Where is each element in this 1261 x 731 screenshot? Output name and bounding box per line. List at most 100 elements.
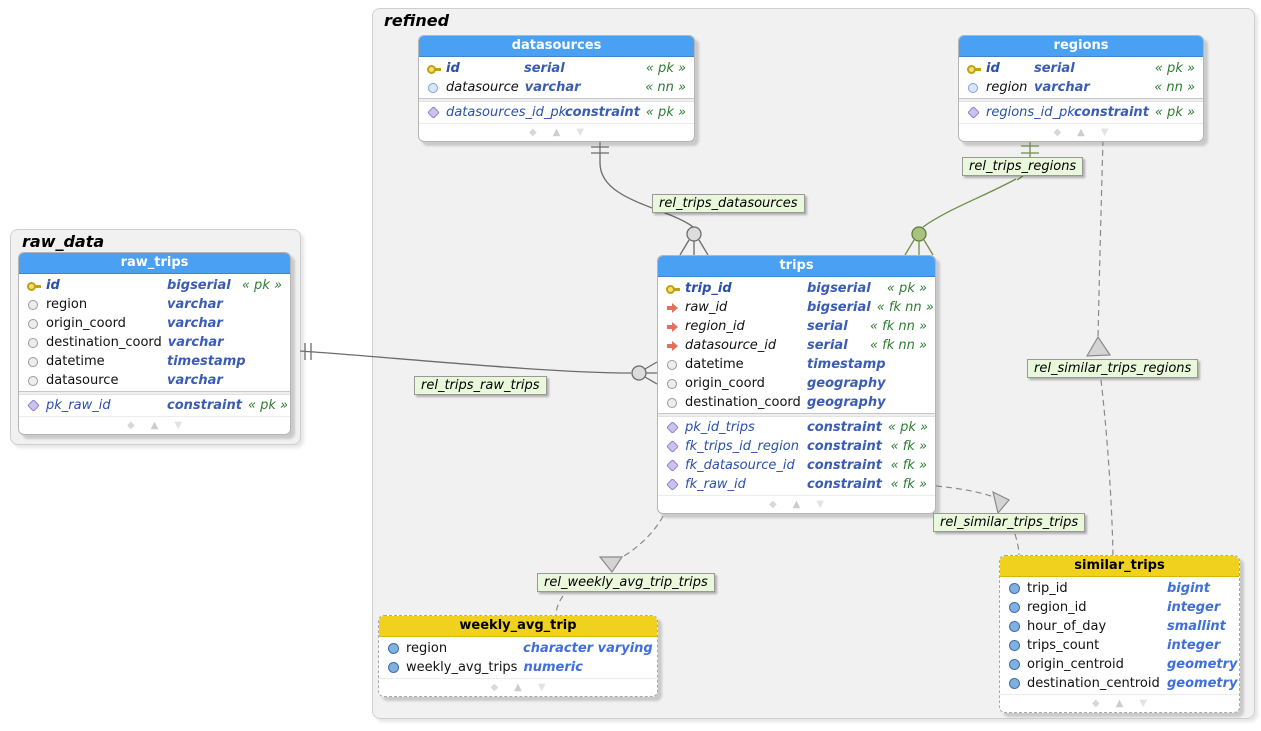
collapse-attribs-icon[interactable]	[127, 421, 135, 431]
table-raw-trips-header[interactable]: raw_trips	[19, 253, 290, 274]
table-trips-header[interactable]: trips	[658, 256, 935, 277]
expand-down-icon[interactable]	[538, 683, 546, 693]
column-type: varchar	[167, 335, 224, 350]
column-row: trip_id bigserial « pk »	[658, 279, 935, 298]
column-type: numeric	[523, 660, 583, 675]
expand-down-icon[interactable]	[816, 500, 824, 510]
view-column-icon	[387, 642, 402, 655]
view-column-icon	[1008, 582, 1023, 595]
column-name: destination_coord	[685, 395, 801, 410]
constraint-type: constraint	[167, 398, 242, 413]
expand-down-icon[interactable]	[1101, 128, 1109, 138]
column-flag: « fk nn »	[869, 338, 927, 353]
view-weekly-avg-trip[interactable]: weekly_avg_trip region character varying…	[378, 615, 658, 697]
view-column-icon	[1008, 601, 1023, 614]
view-column-icon	[387, 661, 402, 674]
relationship-label-weekly-avg-trip-trips[interactable]: rel_weekly_avg_trip_trips	[537, 573, 715, 592]
constraint-flag: « fk »	[890, 477, 927, 492]
column-flag: « pk »	[1154, 61, 1195, 76]
column-type: varchar	[524, 80, 581, 95]
table-footer	[19, 416, 290, 434]
column-flag: « pk »	[886, 281, 927, 296]
expand-down-icon[interactable]	[576, 128, 584, 138]
column-row: hour_of_day smallint	[1000, 617, 1239, 636]
column-name: destination_coord	[46, 335, 162, 350]
column-row: destination_centroid geometry	[1000, 674, 1239, 693]
column-icon	[666, 396, 681, 409]
table-regions-header[interactable]: regions	[959, 36, 1203, 57]
column-row: region varchar « nn »	[959, 78, 1203, 97]
collapse-up-icon[interactable]	[793, 500, 801, 510]
table-raw-trips[interactable]: raw_trips id bigserial « pk » region var…	[18, 252, 291, 435]
relationship-label-similar-trips-trips[interactable]: rel_similar_trips_trips	[933, 513, 1086, 532]
primary-key-icon	[967, 62, 982, 75]
table-footer	[658, 495, 935, 513]
column-flag: « nn »	[645, 80, 686, 95]
constraint-row: fk_raw_id constraint « fk »	[658, 475, 935, 494]
column-row: id bigserial « pk »	[19, 276, 290, 295]
table-datasources[interactable]: datasources id serial « pk » datasource …	[418, 35, 695, 142]
relationship-label-trips-raw-trips[interactable]: rel_trips_raw_trips	[414, 376, 547, 395]
column-row: weekly_avg_trips numeric	[379, 658, 657, 677]
column-name: origin_centroid	[1027, 657, 1124, 672]
relationship-label-trips-regions[interactable]: rel_trips_regions	[962, 157, 1084, 176]
expand-down-icon[interactable]	[174, 421, 182, 431]
column-row: region_id serial « fk nn »	[658, 317, 935, 336]
column-type: geography	[807, 395, 886, 410]
constraint-name: regions_id_pk	[986, 105, 1075, 120]
table-trips[interactable]: trips trip_id bigserial « pk » raw_id bi…	[657, 255, 936, 514]
constraint-flag: « fk »	[890, 458, 927, 473]
column-name: id	[986, 61, 1000, 76]
collapse-attribs-icon[interactable]	[1053, 128, 1061, 138]
constraint-row: pk_id_trips constraint « pk »	[658, 418, 935, 437]
relationship-label-trips-datasources[interactable]: rel_trips_datasources	[652, 194, 805, 213]
constraint-type: constraint	[564, 105, 640, 120]
column-flag: « pk »	[645, 61, 686, 76]
constraint-flag: « pk »	[887, 420, 929, 435]
collapse-up-icon[interactable]	[514, 683, 522, 693]
column-row: trips_count integer	[1000, 636, 1239, 655]
column-icon	[27, 317, 42, 330]
constraint-row: fk_trips_id_region constraint « fk »	[658, 437, 935, 456]
collapse-attribs-icon[interactable]	[490, 683, 498, 693]
table-regions[interactable]: regions id serial « pk » region varchar …	[958, 35, 1204, 142]
view-similar-trips-header[interactable]: similar_trips	[1000, 556, 1239, 577]
expand-down-icon[interactable]	[1139, 699, 1147, 709]
collapse-up-icon[interactable]	[151, 421, 159, 431]
constraint-flag: « fk »	[890, 439, 927, 454]
view-similar-trips[interactable]: similar_trips trip_id bigint region_id i…	[999, 555, 1240, 713]
collapse-up-icon[interactable]	[1077, 128, 1085, 138]
column-type: varchar	[167, 297, 223, 312]
table-datasources-header[interactable]: datasources	[419, 36, 694, 57]
column-row: destination_coord varchar	[19, 333, 290, 352]
collapse-up-icon[interactable]	[553, 128, 561, 138]
column-type: serial	[807, 319, 848, 334]
collapse-up-icon[interactable]	[1116, 699, 1124, 709]
column-name: region_id	[1027, 600, 1087, 615]
constraint-name: datasources_id_pk	[446, 105, 567, 120]
column-name: region_id	[685, 319, 745, 334]
column-row: origin_coord geography	[658, 374, 935, 393]
relationship-label-similar-trips-regions[interactable]: rel_similar_trips_regions	[1027, 359, 1199, 378]
column-row: region character varying	[379, 639, 657, 658]
column-type: serial	[807, 338, 848, 353]
column-row: origin_coord varchar	[19, 314, 290, 333]
section-divider	[19, 391, 290, 395]
notnull-column-icon	[967, 81, 982, 94]
view-weekly-avg-trip-header[interactable]: weekly_avg_trip	[379, 616, 657, 637]
constraint-icon	[666, 478, 681, 491]
column-icon	[27, 355, 42, 368]
column-name: raw_id	[685, 300, 728, 315]
column-name: datasource	[46, 373, 119, 388]
view-column-icon	[1008, 658, 1023, 671]
table-footer	[379, 678, 657, 696]
column-row: region_id integer	[1000, 598, 1239, 617]
constraint-name: fk_trips_id_region	[685, 439, 799, 454]
constraint-name: fk_datasource_id	[685, 458, 795, 473]
collapse-attribs-icon[interactable]	[769, 500, 777, 510]
collapse-attribs-icon[interactable]	[1092, 699, 1100, 709]
view-column-icon	[1008, 677, 1023, 690]
column-icon	[27, 336, 42, 349]
collapse-attribs-icon[interactable]	[529, 128, 537, 138]
